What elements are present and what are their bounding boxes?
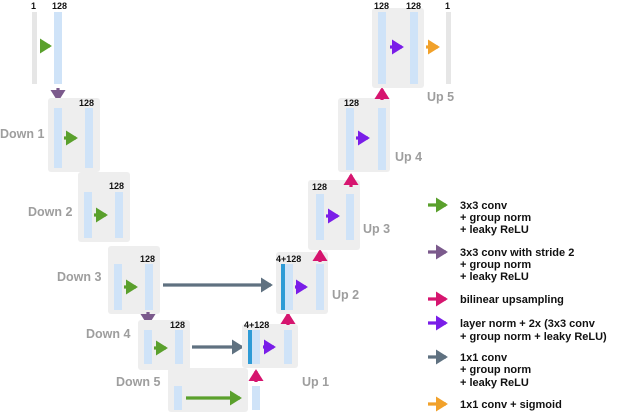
up5-label: Up 5	[427, 90, 454, 104]
up1-label: Up 1	[302, 375, 329, 389]
feature-bar	[285, 264, 293, 310]
concat-bar	[281, 264, 285, 310]
up2-label: Up 2	[332, 288, 359, 302]
legend-label-line: + leaky ReLU	[460, 377, 529, 389]
down4-label: Down 4	[86, 327, 130, 341]
up4-label: Up 4	[395, 150, 422, 164]
input-block: 1 128	[31, 1, 67, 84]
feature-bar	[145, 264, 153, 310]
down5-label: Down 5	[116, 375, 160, 389]
up1-channel-count: 4+128	[244, 320, 269, 330]
down2-label: Down 2	[28, 205, 72, 219]
feature-bar	[410, 12, 418, 84]
legend-label-line: + group norm + leaky ReLU)	[460, 331, 607, 343]
down3-label: Down 3	[57, 270, 101, 284]
down1-block: 128 Down 1	[0, 98, 100, 172]
feature-bar	[114, 264, 122, 310]
legend-label-line: 1x1 conv + sigmoid	[460, 399, 562, 411]
feature-bar	[378, 108, 386, 170]
up4-channel-count: 128	[344, 98, 359, 108]
feature-bar	[252, 386, 260, 410]
feature-bar	[115, 192, 123, 238]
dec-out-channel-count: 128	[406, 1, 421, 11]
down2-channel-count: 128	[109, 181, 124, 191]
feature-bar	[175, 330, 183, 364]
output-bar	[446, 12, 451, 84]
feature-bar	[378, 12, 386, 84]
legend-label-line: + group norm	[460, 364, 531, 376]
legend-label-line: + leaky ReLU	[460, 271, 529, 283]
feature-bar	[54, 12, 62, 84]
up4-block: 128 Up 4	[338, 98, 422, 172]
down3-channel-count: 128	[140, 254, 155, 264]
block-background	[168, 368, 248, 412]
legend-label-line: layer norm + 2x (3x3 conv	[460, 318, 596, 330]
down5-block: Down 5	[116, 368, 260, 412]
down4-channel-count: 128	[170, 320, 185, 330]
feature-bar	[144, 330, 152, 364]
legend-label-line: + group norm	[460, 259, 531, 271]
up5-channel-count: 128	[374, 1, 389, 11]
up5-block: 128 128 Up 5	[372, 1, 454, 104]
down2-block: 128 Down 2	[28, 172, 130, 242]
legend-item: 3x3 conv with stride 2 + group norm + le…	[428, 244, 574, 283]
feature-bar	[284, 330, 292, 364]
legend-item: 1x1 conv + group norm + leaky ReLU	[428, 349, 531, 389]
down3-block: 128 Down 3	[57, 246, 160, 314]
concat-bar	[248, 330, 252, 364]
legend-item: bilinear upsampling	[428, 291, 564, 307]
legend-item: 1x1 conv + sigmoid	[428, 396, 562, 412]
feature-bar	[346, 108, 354, 170]
legend-label-line: 3x3 conv	[460, 200, 508, 212]
enc1-channel-count: 128	[52, 1, 67, 11]
legend-label-line: bilinear upsampling	[460, 294, 564, 306]
up3-label: Up 3	[363, 222, 390, 236]
output-channel-count: 1	[445, 1, 450, 11]
input-channel-count: 1	[31, 1, 36, 11]
feature-bar	[85, 108, 93, 168]
feature-bar	[346, 194, 354, 240]
up3-channel-count: 128	[312, 182, 327, 192]
legend-item: 3x3 conv + group norm + leaky ReLU	[428, 197, 531, 236]
feature-bar	[84, 192, 92, 238]
feature-bar	[174, 386, 182, 410]
legend-label-line: + leaky ReLU	[460, 224, 529, 236]
feature-bar	[54, 108, 62, 168]
up2-channel-count: 4+128	[276, 254, 301, 264]
down1-label: Down 1	[0, 127, 44, 141]
up3-block: 128 Up 3	[308, 180, 390, 250]
down1-channel-count: 128	[79, 98, 94, 108]
legend-label-line: + group norm	[460, 212, 531, 224]
legend: 3x3 conv + group norm + leaky ReLU 3x3 c…	[428, 197, 607, 412]
legend-label-line: 3x3 conv with stride 2	[460, 247, 574, 259]
legend-label-line: 1x1 conv	[460, 352, 508, 364]
up2-block: 4+128 Up 2	[276, 252, 359, 314]
down4-block: 128 Down 4	[86, 320, 190, 370]
legend-item: layer norm + 2x (3x3 conv + group norm +…	[428, 315, 607, 343]
feature-bar	[316, 264, 324, 310]
feature-bar	[252, 330, 260, 364]
input-bar	[32, 12, 37, 84]
up1-block: 4+128 Up 1	[242, 320, 329, 389]
feature-bar	[316, 194, 324, 240]
